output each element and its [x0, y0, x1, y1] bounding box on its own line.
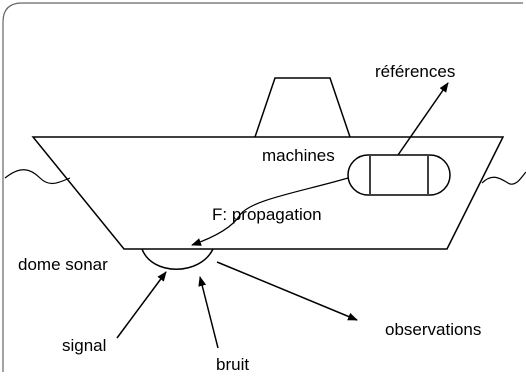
sonar-dome	[141, 248, 214, 270]
bruit-arrow	[198, 276, 219, 349]
label-machines: machines	[262, 146, 335, 165]
label-propagation: F: propagation	[212, 205, 322, 224]
signal-arrow	[116, 271, 167, 339]
propagation-arrow	[191, 177, 349, 246]
label-references: références	[375, 62, 455, 81]
label-observations: observations	[385, 320, 481, 339]
ship-hull	[31, 136, 505, 250]
label-dome-sonar: dome sonar	[18, 255, 108, 274]
water-wave-right	[481, 171, 526, 185]
diagram-frame	[2, 2, 523, 372]
machines-block	[347, 154, 451, 196]
label-bruit: bruit	[216, 355, 249, 374]
label-signal: signal	[62, 336, 106, 355]
water-wave-left	[4, 169, 71, 185]
observations-arrow	[216, 261, 358, 321]
references-arrow	[397, 82, 449, 156]
ship-superstructure	[254, 77, 351, 138]
